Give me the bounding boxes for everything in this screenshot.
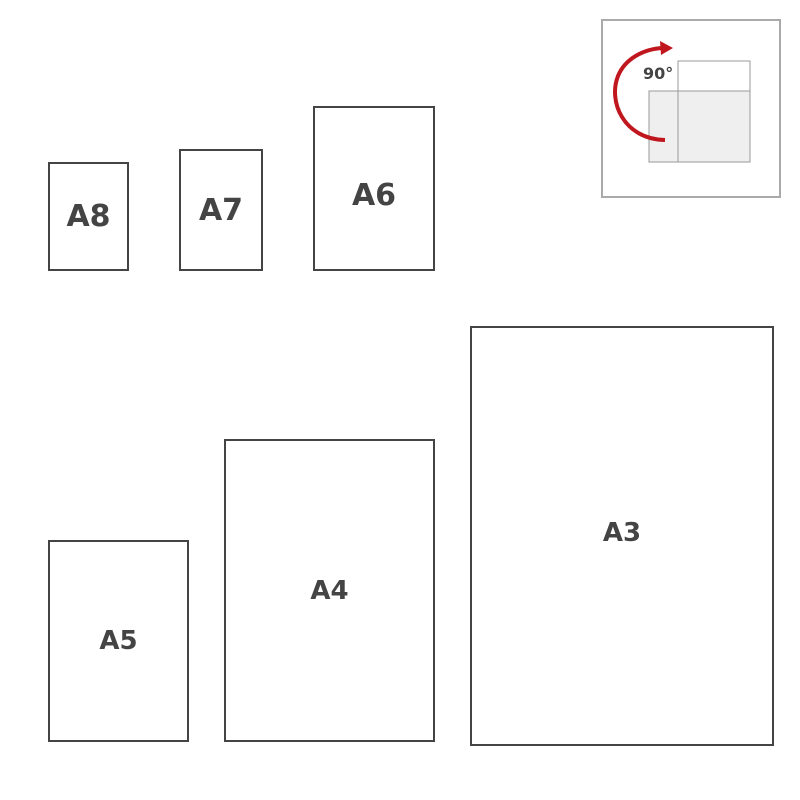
sheet-label: A4: [310, 575, 349, 606]
sheet-a3: A3: [470, 326, 774, 746]
sheet-a5: A5: [48, 540, 189, 742]
sheet-label: A8: [66, 199, 111, 234]
sheet-a6: A6: [313, 106, 435, 271]
sheet-label: A3: [602, 518, 642, 548]
sheet-label: A5: [99, 626, 138, 656]
rotate-angle-label: 90°: [643, 64, 674, 83]
sheet-label: A7: [198, 192, 244, 228]
sheet-a8: A8: [48, 162, 129, 271]
landscape-page: [648, 90, 751, 163]
sheet-label: A6: [351, 178, 397, 213]
sheet-a7: A7: [179, 149, 263, 271]
rotate-90-icon: 90°: [601, 19, 781, 198]
sheet-a4: A4: [224, 439, 435, 742]
rotate-arrow-icon: [613, 46, 666, 142]
